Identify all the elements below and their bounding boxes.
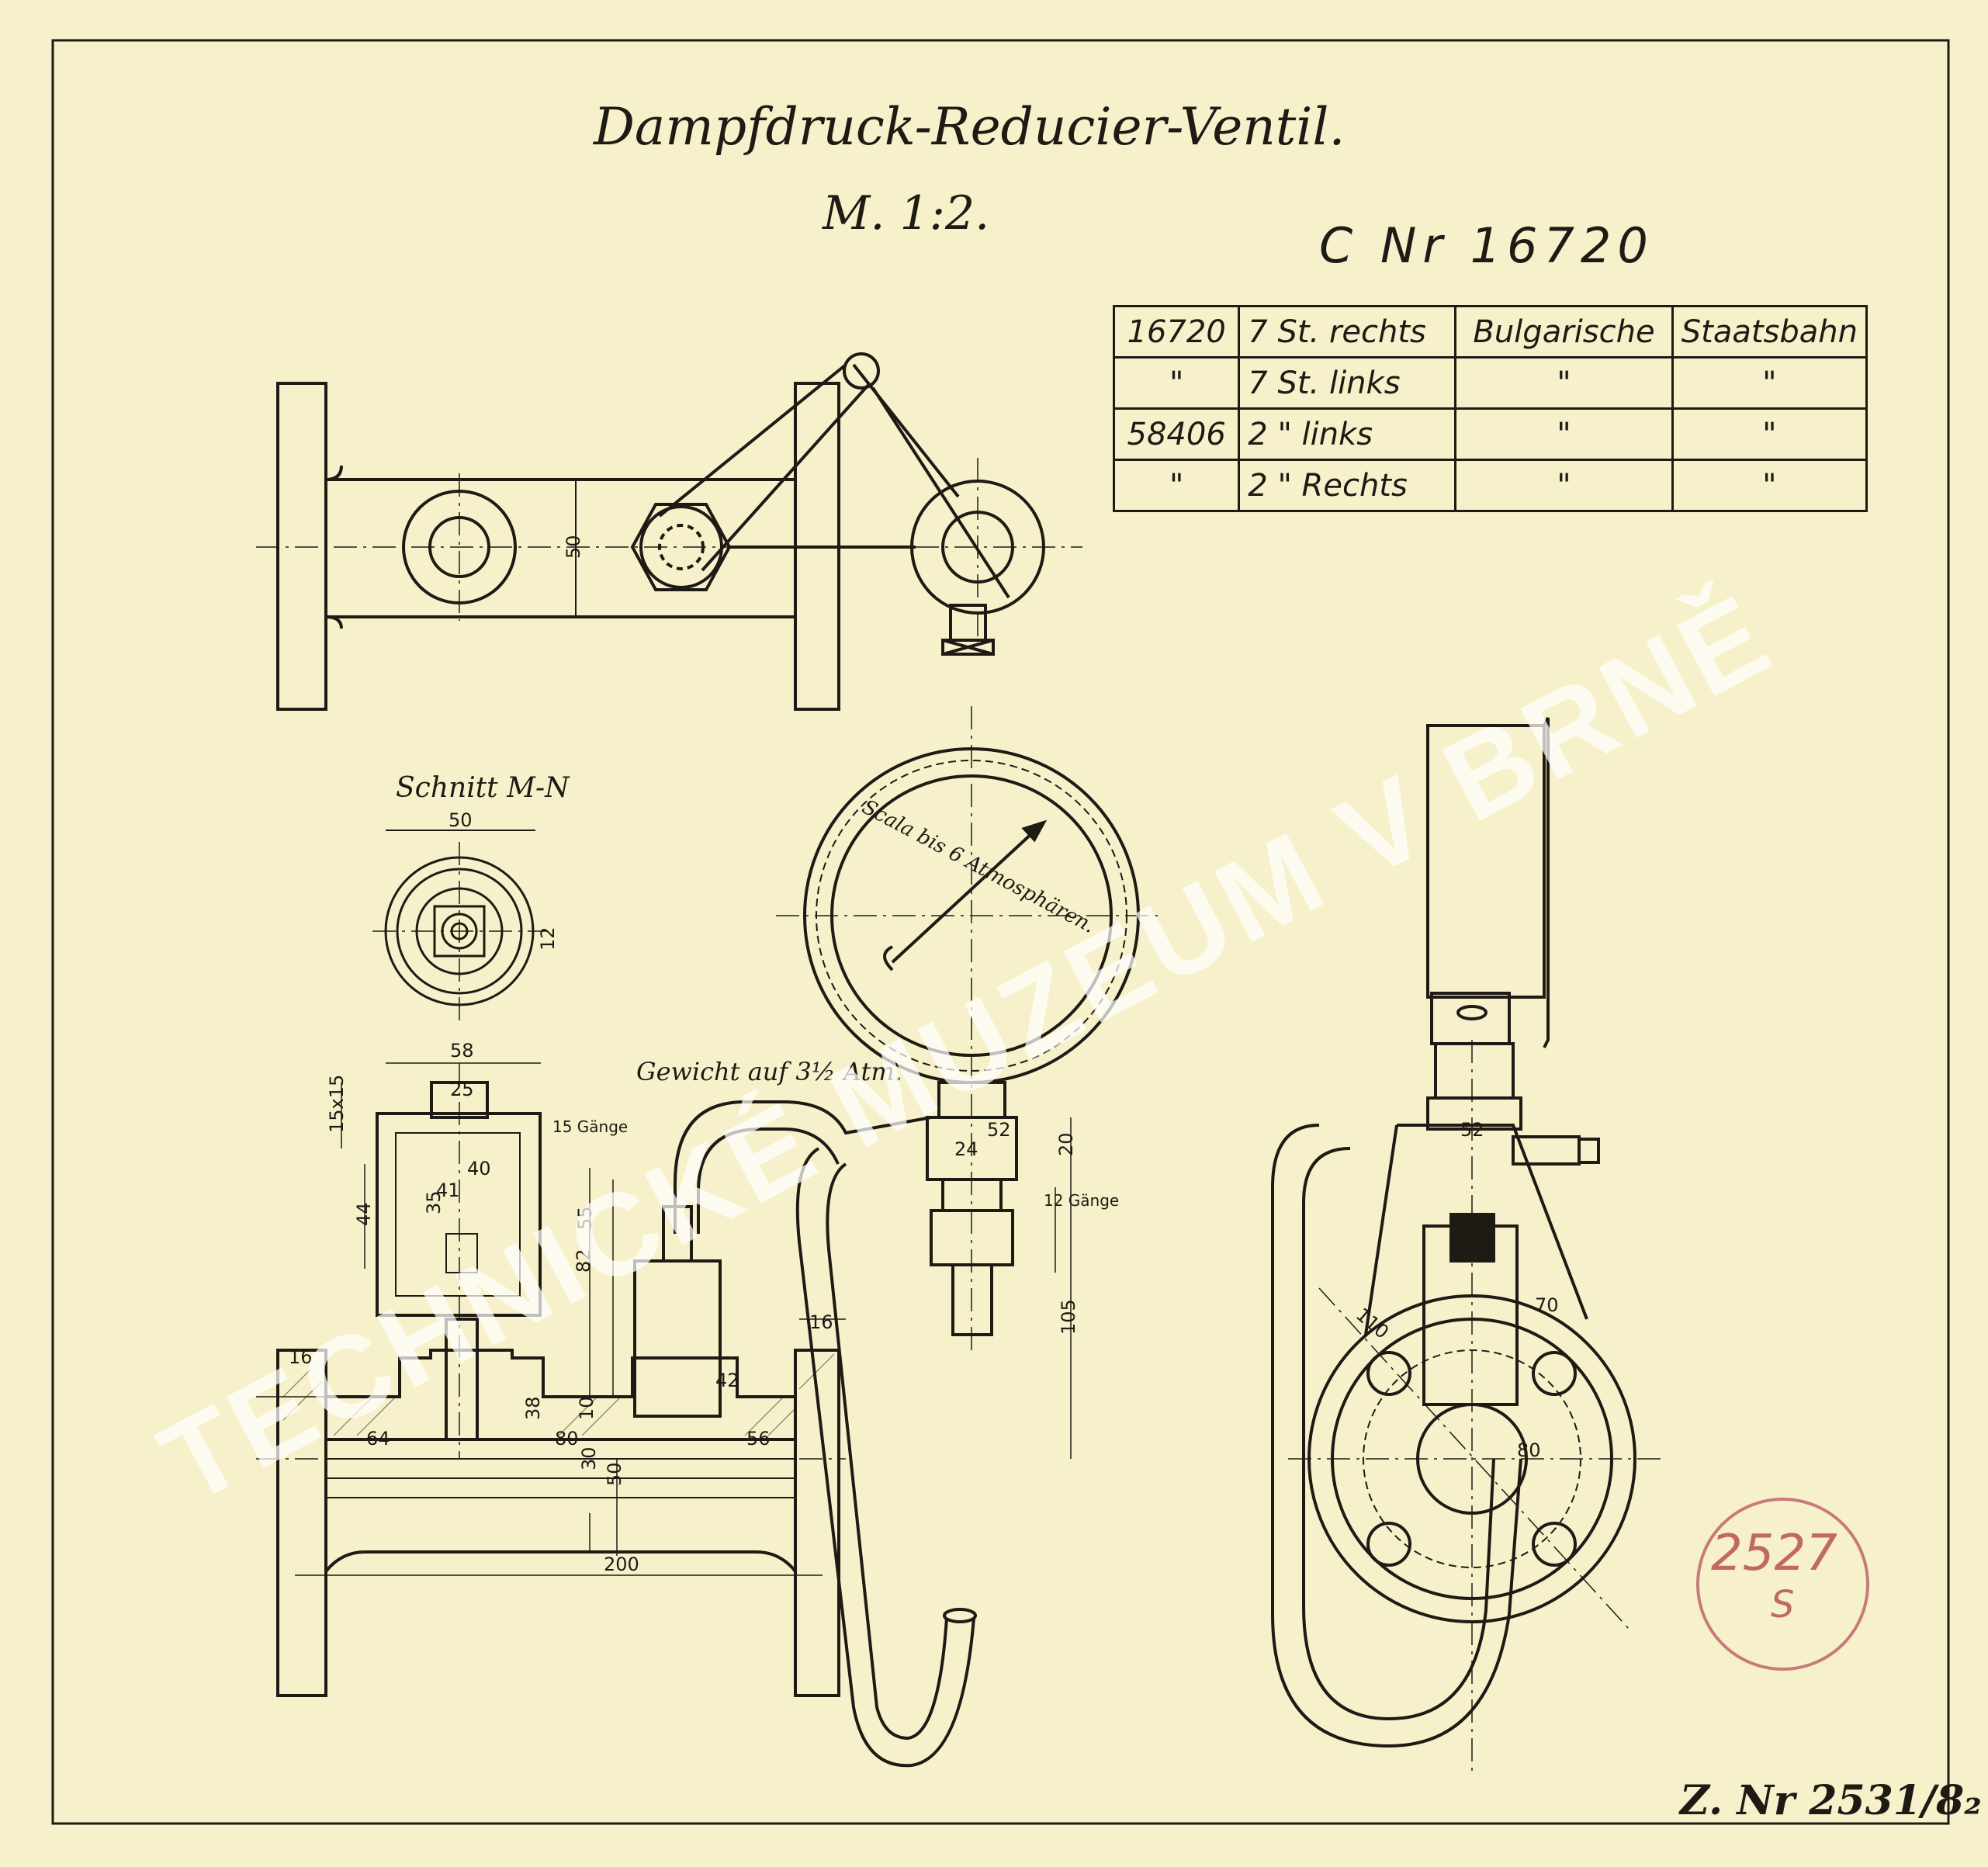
dim-52: 52 — [987, 1119, 1011, 1141]
dim-50-top: 50 — [563, 535, 584, 559]
dim-52-side: 52 — [1460, 1119, 1484, 1141]
dim-12: 12 — [537, 927, 559, 951]
dim-105: 105 — [1058, 1299, 1079, 1335]
railway-cell: Staatsbahn — [1671, 305, 1869, 359]
dim-30: 30 — [578, 1446, 600, 1470]
order-row: " 7 St. links " " — [1112, 356, 1869, 410]
railway-cell: " — [1671, 459, 1869, 512]
dim-24: 24 — [954, 1138, 978, 1160]
drawing-scale: M. 1:2. — [823, 186, 990, 241]
quantity-cell: 2 " Rechts — [1238, 459, 1457, 512]
dim-80: 80 — [555, 1428, 579, 1450]
railway-cell: " — [1671, 407, 1869, 461]
drawing-number: Z. Nr 2531/8₂ — [1680, 1777, 1982, 1824]
sheet-border — [51, 39, 1950, 1825]
order-number-cell: 58406 — [1112, 407, 1241, 461]
section-mn-view — [384, 830, 535, 1006]
dim-200: 200 — [604, 1554, 639, 1575]
archive-stamp-sub: S — [1771, 1583, 1795, 1626]
order-number-cell: 16720 — [1112, 305, 1241, 359]
siphon-pipe — [674, 1100, 977, 1768]
dim-16-left: 16 — [289, 1346, 313, 1368]
dim-38: 38 — [522, 1396, 544, 1420]
customer-cell: " — [1454, 407, 1674, 461]
dim-42: 42 — [715, 1370, 739, 1391]
order-reference: C Nr 16720 — [1319, 217, 1654, 274]
customer-cell: Bulgarische — [1454, 305, 1674, 359]
section-label: Schnitt M-N — [396, 772, 570, 804]
archive-stamp — [1696, 1498, 1869, 1671]
dim-25: 25 — [450, 1079, 474, 1100]
archive-stamp-number: 2527 — [1711, 1525, 1837, 1582]
weight-label: Gewicht auf 3½ Atm. — [636, 1057, 902, 1086]
dim-20: 20 — [1055, 1132, 1077, 1156]
order-number-cell: " — [1112, 356, 1241, 410]
dim-10: 10 — [576, 1396, 597, 1420]
order-table: 16720 7 St. rechts Bulgarische Staatsbah… — [1112, 305, 1869, 512]
top-view-centerlines — [256, 458, 1082, 644]
front-view-hatch — [282, 1353, 835, 1436]
dim-40: 40 — [467, 1158, 491, 1179]
dim-64: 64 — [366, 1428, 390, 1450]
drawing-title: Dampfdruck-Reducier-Ventil. — [594, 97, 1346, 157]
quantity-cell: 2 " links — [1238, 407, 1457, 461]
dim-56: 56 — [746, 1428, 771, 1450]
dim-15x15: 15x15 — [326, 1074, 348, 1133]
dim-58: 58 — [450, 1040, 474, 1062]
order-row: 16720 7 St. rechts Bulgarische Staatsbah… — [1112, 305, 1869, 359]
order-row: " 2 " Rechts " " — [1112, 459, 1869, 512]
dim-41: 41 — [436, 1179, 460, 1201]
quantity-cell: 7 St. rechts — [1238, 305, 1457, 359]
dim-80-side: 80 — [1517, 1439, 1541, 1461]
customer-cell: " — [1454, 356, 1674, 410]
order-row: 58406 2 " links " " — [1112, 407, 1869, 461]
dim-50-lower: 50 — [604, 1462, 625, 1486]
order-number-cell: " — [1112, 459, 1241, 512]
dim-12-gange: 12 Gänge — [1044, 1191, 1120, 1210]
dimension-lines — [256, 1062, 1072, 1576]
dim-16-right: 16 — [809, 1311, 833, 1333]
dim-50-section: 50 — [449, 809, 473, 831]
quantity-cell: 7 St. links — [1238, 356, 1457, 410]
customer-cell: " — [1454, 459, 1674, 512]
top-view — [276, 352, 1045, 711]
dim-35: 35 — [423, 1190, 445, 1214]
railway-cell: " — [1671, 356, 1869, 410]
dim-44: 44 — [353, 1202, 375, 1226]
dim-70: 70 — [1535, 1294, 1559, 1316]
dim-15-gange: 15 Gänge — [552, 1117, 629, 1136]
